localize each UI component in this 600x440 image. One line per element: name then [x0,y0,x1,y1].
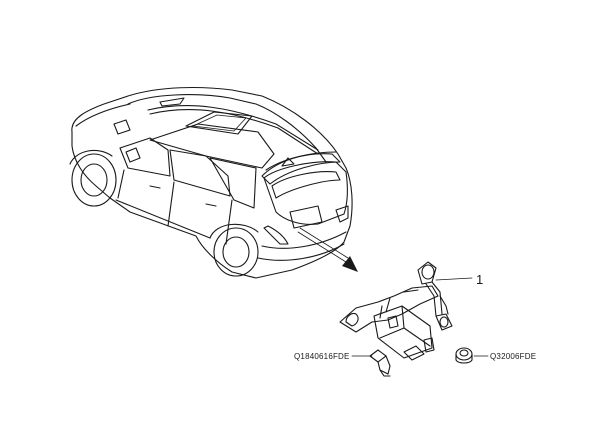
callout-number: 1 [476,272,483,287]
nut-part-number: Q32006FDE [490,352,536,361]
bolt-fastener [369,349,391,377]
leader-callout-1 [435,277,473,281]
suv-vehicle-illustration [69,86,353,279]
sensor-assembly [339,261,453,361]
leader-lines [351,277,489,357]
bolt-part-number: Q1840616FDE [294,352,350,361]
location-arrow [297,227,358,272]
nut-fastener [455,347,473,364]
